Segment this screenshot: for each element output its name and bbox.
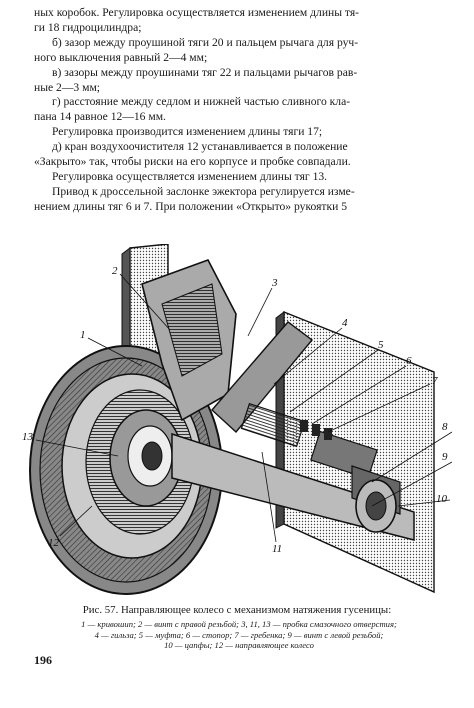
text-line: д) кран воздухоочистителя 12 устанавлива…: [52, 140, 348, 154]
text-line: Регулировка осуществляется изменением дл…: [52, 169, 328, 183]
figure-legend: 1 — кривошип; 2 — винт с правой резьбой;…: [34, 619, 444, 651]
callout-11: 11: [272, 543, 282, 555]
callout-9: 9: [442, 451, 448, 463]
text-line: г) расстояние между седлом и нижней част…: [52, 95, 351, 109]
callout-12: 12: [48, 537, 60, 549]
text-line: ного выключения равный 2—4 мм;: [34, 50, 208, 64]
callout-1: 1: [80, 329, 86, 341]
callout-13: 13: [22, 431, 34, 443]
text-line: б) зазор между проушиной тяги 20 и пальц…: [52, 35, 359, 49]
text-line: Привод к дроссельной заслонке эжектора р…: [52, 184, 355, 198]
leader-lines: [35, 273, 452, 543]
text-line: ные 2—3 мм;: [34, 80, 101, 94]
text-line: ги 18 гидроцилиндра;: [34, 20, 142, 34]
callout-2: 2: [112, 265, 118, 277]
legend-line: 4 — гильза; 5 — муфта; 6 — стопор; 7 — г…: [94, 629, 384, 640]
body-text: ных коробок. Регулировка осуществляется …: [34, 6, 444, 215]
text-line: в) зазоры между проушинами тяг 22 и паль…: [52, 65, 358, 79]
callout-10: 10: [436, 493, 448, 505]
legend-line: 10 — цапфы; 12 — направляющее колесо: [164, 640, 314, 651]
text-line: пана 14 равное 12—16 мм.: [34, 110, 166, 124]
legend-line: 1 — кривошип; 2 — винт с правой резьбой;…: [81, 619, 397, 629]
callout-5: 5: [378, 339, 384, 351]
callout-6: 6: [406, 355, 412, 367]
tension-axle: [171, 321, 415, 541]
text-line: ных коробок. Регулировка осуществляется …: [34, 6, 360, 19]
text-line: Регулировка производится изменением длин…: [52, 125, 323, 139]
guide-wheel: [29, 345, 223, 595]
callout-7: 7: [432, 375, 438, 387]
page-number: 196: [34, 653, 52, 667]
callout-8: 8: [442, 421, 448, 433]
text-line: «Закрыто» так, чтобы риски на его корпус…: [34, 155, 351, 169]
text-line: нением длины тяг 6 и 7. При положении «О…: [34, 199, 347, 213]
technical-drawing: 1 2 3 4 5 6 7 8 9 10 11 12 13: [22, 244, 452, 596]
figure-caption: Рис. 57. Направляющее колесо с механизмо…: [82, 604, 392, 616]
comb-lock: [300, 420, 332, 440]
callout-4: 4: [342, 317, 348, 329]
callout-3: 3: [271, 277, 278, 289]
